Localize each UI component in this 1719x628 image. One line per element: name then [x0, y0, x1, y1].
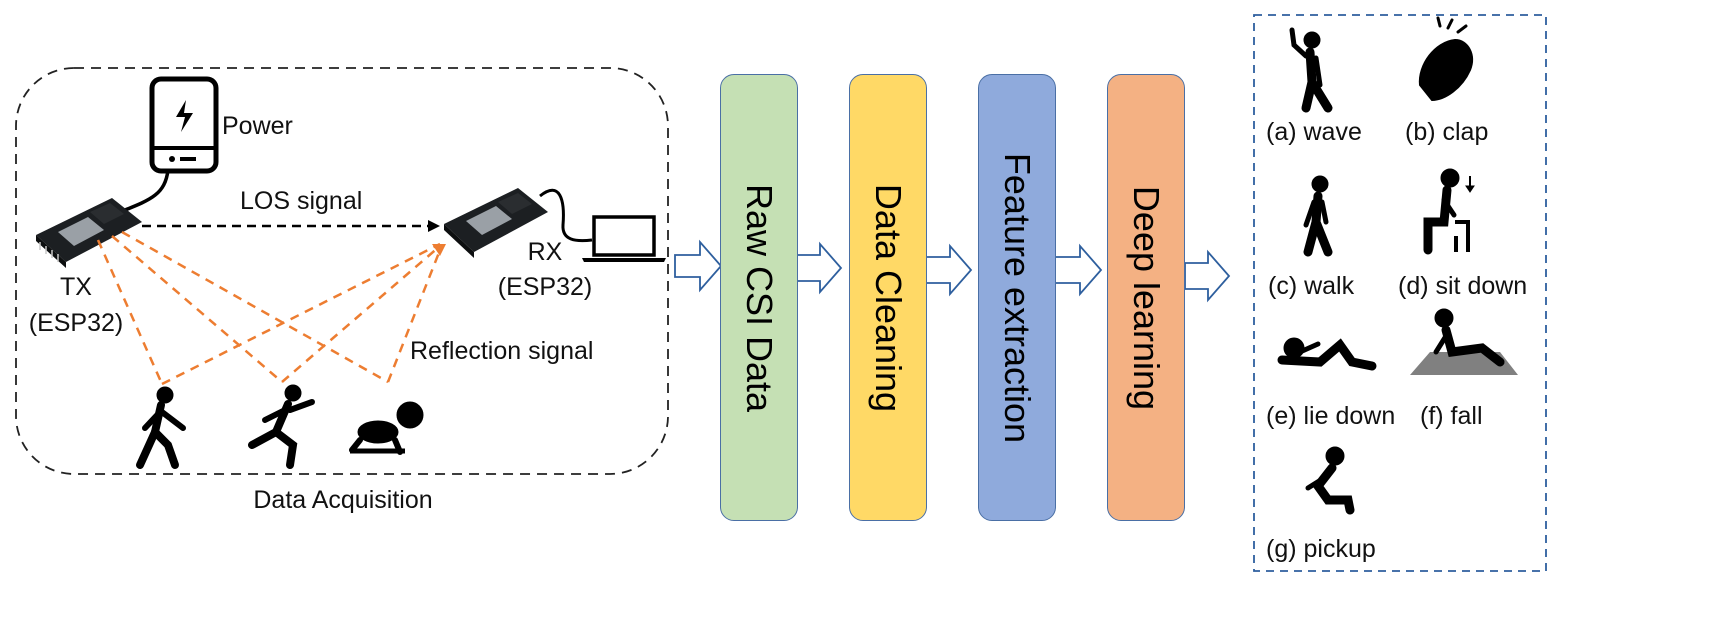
activity-label-walk: (c) walk	[1268, 272, 1355, 300]
reflection-signal-label: Reflection signal	[410, 337, 594, 365]
stage-feature-extraction-label: Feature extraction	[997, 152, 1038, 443]
los-signal-label: LOS signal	[240, 187, 363, 215]
stage-raw-csi-data-label: Raw CSI Data	[739, 183, 780, 412]
clap-hands-icon	[1418, 16, 1474, 102]
lie-person-icon	[1277, 337, 1377, 371]
reflection-arrowhead	[432, 244, 446, 256]
power-cable	[119, 169, 170, 214]
pickup-person-icon	[1305, 446, 1355, 515]
stage-raw-csi-data: Raw CSI Data	[720, 74, 798, 521]
tx-label: TX	[60, 273, 92, 301]
activity-label-lie-down: (e) lie down	[1266, 402, 1396, 430]
activity-label-pickup: (g) pickup	[1266, 535, 1376, 563]
walk-person-icon	[1303, 175, 1333, 257]
wave-person-icon	[1289, 27, 1333, 113]
activities-panel	[1253, 14, 1547, 572]
flow-arrows	[674, 239, 1231, 303]
los-arrowhead	[428, 220, 440, 232]
stage-deep-learning: Deep learning	[1107, 74, 1185, 521]
power-label: Power	[222, 112, 293, 140]
walking-person-icon	[136, 386, 186, 469]
tx-board-icon	[36, 198, 142, 268]
data-acquisition-caption: Data Acquisition	[253, 486, 433, 514]
stage-data-cleaning-label: Data Cleaning	[868, 183, 909, 412]
stage-deep-learning-label: Deep learning	[1126, 185, 1167, 410]
sit-person-icon	[1423, 168, 1475, 255]
activity-label-sit-down: (d) sit down	[1398, 272, 1528, 300]
rx-sublabel: (ESP32)	[497, 273, 593, 301]
flow-arrow-2	[794, 241, 843, 295]
flow-arrow-1	[674, 239, 723, 293]
reflection-signals	[96, 230, 442, 386]
acquisition-frame	[15, 67, 669, 475]
power-bank-icon	[149, 76, 219, 174]
stage-data-cleaning: Data Cleaning	[849, 74, 927, 521]
activity-label-clap: (b) clap	[1405, 118, 1489, 146]
rx-cable	[539, 188, 593, 243]
laptop-icon	[582, 215, 666, 262]
fall-person-icon	[1410, 308, 1518, 375]
flow-arrow-3	[925, 243, 973, 297]
rx-board-icon	[444, 188, 548, 258]
flow-arrow-5	[1184, 249, 1231, 303]
flow-arrow-4	[1054, 243, 1103, 297]
activity-label-wave: (a) wave	[1266, 118, 1362, 146]
activity-label-fall: (f) fall	[1420, 402, 1483, 430]
tx-sublabel: (ESP32)	[28, 309, 124, 337]
rx-label: RX	[527, 238, 563, 266]
running-person-icon	[248, 384, 315, 469]
stage-feature-extraction: Feature extraction	[978, 74, 1056, 521]
crawling-baby-icon	[349, 401, 424, 455]
